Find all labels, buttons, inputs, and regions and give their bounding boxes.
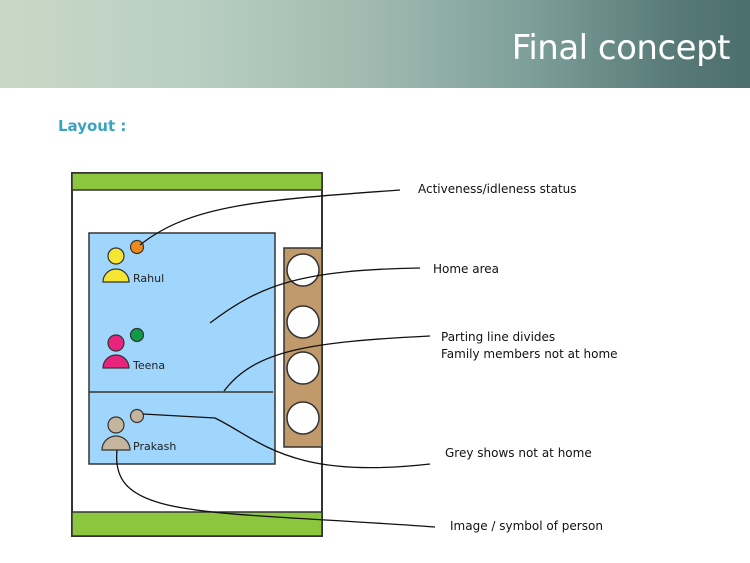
person-rahul: Rahul — [102, 239, 164, 285]
person-body-icon — [102, 354, 130, 369]
callout-home-area: Home area — [433, 262, 499, 276]
slide-title: Final concept — [511, 28, 731, 68]
side-slot-4 — [286, 401, 320, 435]
callout-line-grey — [142, 413, 431, 469]
callout-line-image — [116, 449, 436, 528]
person-name: Teena — [132, 359, 165, 372]
callout-line-status — [139, 189, 401, 246]
callout-grey: Grey shows not at home — [445, 446, 592, 460]
person-prakash: Prakash — [101, 408, 176, 453]
person-head-icon — [107, 334, 125, 352]
callout-parting-line-1: Parting line divides — [441, 330, 555, 344]
person-body-icon — [101, 435, 131, 451]
callout-image: Image / symbol of person — [450, 519, 603, 533]
callout-line-parting — [223, 335, 431, 392]
person-name: Prakash — [133, 440, 176, 453]
side-slot-1 — [286, 253, 320, 287]
person-body-icon — [102, 268, 130, 283]
callout-status: Activeness/idleness status — [418, 182, 577, 196]
person-name: Rahul — [133, 272, 164, 285]
side-slot-2 — [286, 305, 320, 339]
person-head-icon — [107, 247, 125, 265]
section-heading: Layout : — [58, 117, 127, 135]
slide-header: Final concept — [0, 0, 750, 88]
person-head-icon — [107, 416, 125, 434]
callout-parting-line-2: Family members not at home — [441, 347, 618, 361]
bottom-green-bar — [71, 511, 323, 537]
person-teena: Teena — [102, 327, 165, 372]
status-dot — [129, 239, 145, 255]
side-slot-3 — [286, 351, 320, 385]
callout-line-home-area — [209, 267, 421, 324]
top-green-bar — [71, 172, 323, 191]
status-dot — [129, 408, 145, 424]
status-dot — [129, 327, 145, 343]
